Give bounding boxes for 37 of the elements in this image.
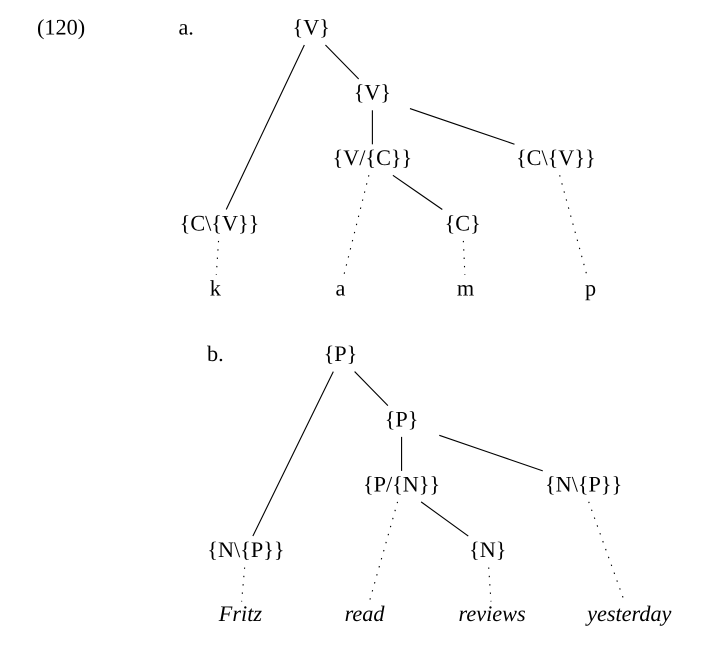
node-text: {P/{N}} — [362, 472, 440, 497]
connector — [401, 436, 402, 471]
connector — [226, 44, 305, 210]
node-text: {C\{V}} — [516, 144, 596, 170]
node-text: {P} — [324, 340, 358, 366]
connector — [420, 501, 469, 537]
node-text: yesterday — [587, 600, 672, 626]
node-text: {P} — [384, 406, 418, 432]
connector — [439, 434, 543, 472]
label: b. — [207, 340, 224, 366]
node-text: p — [585, 276, 596, 301]
label: a. — [178, 14, 194, 40]
node-text: k — [210, 276, 221, 301]
connector — [410, 108, 515, 145]
connector — [559, 175, 588, 275]
node-text: {N\{P}} — [545, 472, 622, 497]
node-text: {V/{C}} — [332, 144, 412, 170]
node-text: {N} — [469, 536, 506, 562]
connector — [325, 44, 360, 80]
node-text: {V} — [292, 14, 330, 40]
connector — [252, 371, 334, 536]
connector — [343, 175, 370, 275]
connector — [392, 174, 443, 210]
node-text: read — [344, 600, 384, 626]
node-text: reviews — [458, 600, 526, 626]
node-text: {V} — [354, 80, 392, 105]
label: (120) — [37, 14, 86, 40]
node-text: a — [335, 276, 346, 301]
connector — [241, 567, 246, 602]
node-text: {C\{V}} — [180, 210, 260, 236]
node-text: {N\{P}} — [207, 536, 285, 562]
connector — [372, 110, 373, 144]
connector — [354, 371, 388, 406]
node-text: {C} — [444, 210, 481, 236]
node-text: Fritz — [218, 600, 262, 626]
node-text: m — [456, 276, 474, 301]
connector — [368, 502, 398, 602]
